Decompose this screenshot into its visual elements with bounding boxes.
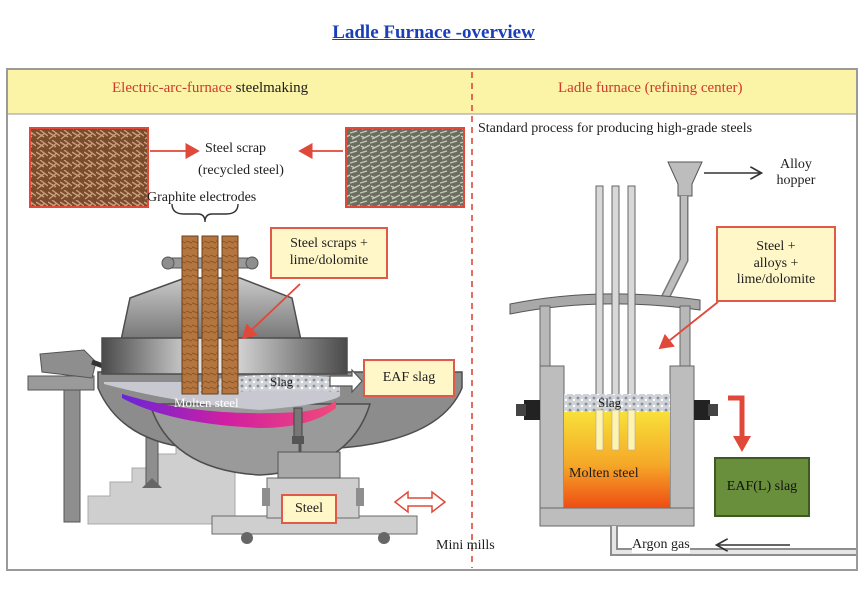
mini-mills-label: Mini mills bbox=[436, 538, 495, 553]
alloys-box: Steel + alloys + lime/dolomite bbox=[716, 226, 836, 302]
alloys-box-line1: Steel + bbox=[756, 239, 796, 255]
page-title[interactable]: Ladle Furnace -overview bbox=[332, 22, 535, 43]
scrap-label-line2: (recycled steel) bbox=[198, 163, 284, 178]
ladle-header: Ladle furnace (refining center) bbox=[558, 80, 743, 96]
eaf-slag-box: EAF slag bbox=[363, 359, 455, 397]
alloys-box-line3: lime/dolomite bbox=[736, 272, 816, 288]
eaf-header-red: Electric-arc-furnace bbox=[112, 80, 232, 96]
scrap-label-line1: Steel scrap bbox=[205, 141, 267, 156]
electrodes-label: Graphite electrodes bbox=[147, 190, 257, 205]
scraps-lime-box: Steel scraps + lime/dolomite bbox=[270, 227, 388, 279]
ladle-slag-label: Slag bbox=[598, 395, 622, 410]
scrap-photo-right bbox=[345, 127, 465, 208]
eaf-header: Electric-arc-furnace steelmaking bbox=[112, 80, 308, 97]
eaf-slag-label: Slag bbox=[270, 374, 294, 389]
header-band bbox=[8, 70, 856, 114]
alloys-box-line2: alloys + bbox=[753, 255, 799, 271]
scraps-box-line2: lime/dolomite bbox=[289, 253, 369, 268]
scraps-box-line1: Steel scraps + bbox=[290, 236, 368, 252]
ladle-subtitle: Standard process for producing high-grad… bbox=[478, 121, 753, 136]
alloy-hopper-line1: Alloy bbox=[780, 157, 812, 172]
eaf-molten-label: Molten steel bbox=[174, 395, 239, 410]
alloy-hopper-label: Alloy hopper bbox=[766, 157, 826, 189]
argon-gas-label: Argon gas bbox=[632, 537, 690, 554]
scrap-photo-left bbox=[29, 127, 149, 208]
alloy-hopper-line2: hopper bbox=[776, 173, 816, 189]
steel-box: Steel bbox=[281, 494, 337, 524]
eaf-header-black: steelmaking bbox=[231, 80, 309, 96]
eafl-slag-box: EAF(L) slag bbox=[714, 457, 810, 517]
ladle-molten-label: Molten steel bbox=[569, 466, 639, 481]
